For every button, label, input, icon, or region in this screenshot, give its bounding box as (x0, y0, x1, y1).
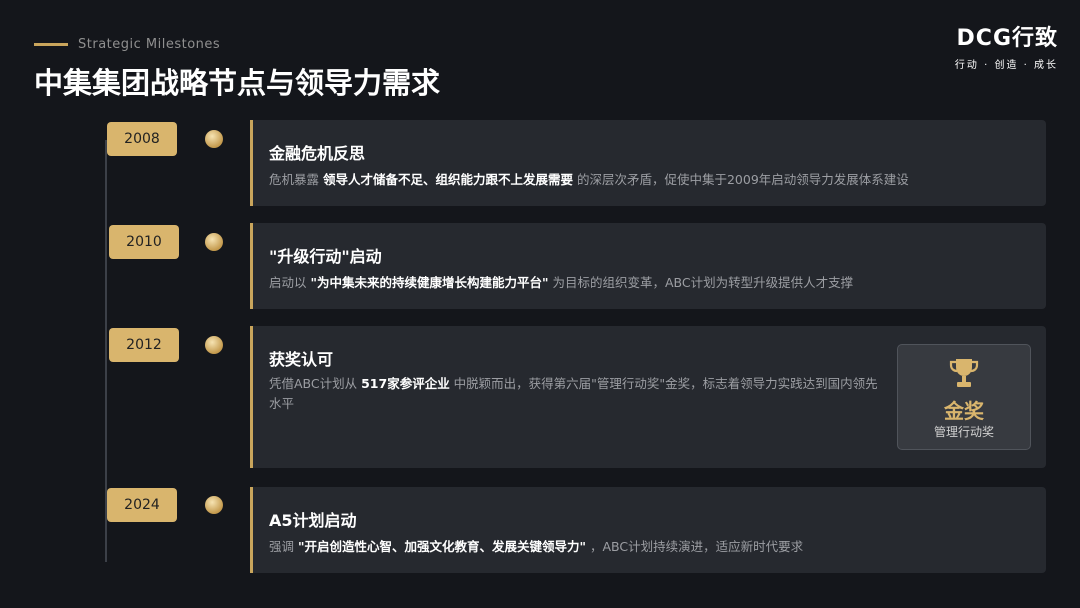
milestone-card: "升级行动"启动 启动以 "为中集未来的持续健康增长构建能力平台" 为目标的组织… (250, 223, 1046, 309)
milestone-card: 获奖认可 凭借ABC计划从 517家参评企业 中脱颖而出，获得第六届"管理行动奖… (250, 326, 1046, 468)
milestone-card: 金融危机反思 危机暴露 领导人才储备不足、组织能力跟不上发展需要 的深层次矛盾，… (250, 120, 1046, 206)
award-label: 管理行动奖 (933, 425, 994, 439)
year-badge-2024: 2024 (107, 488, 177, 522)
timeline-dot (205, 233, 223, 251)
milestone-description: 启动以 "为中集未来的持续健康增长构建能力平台" 为目标的组织变革，ABC计划为… (269, 275, 854, 290)
milestone-title: "升级行动"启动 (269, 247, 382, 266)
award-badge: 金奖 管理行动奖 (897, 344, 1031, 450)
milestone-title: 金融危机反思 (269, 144, 366, 163)
year-badge-2012: 2012 (109, 328, 179, 362)
milestone-title: 获奖认可 (269, 350, 334, 369)
page-subtitle: Strategic Milestones (78, 37, 221, 52)
timeline-dot (205, 496, 223, 514)
year-badge-2008: 2008 (107, 122, 177, 156)
brand-logo: DCG行致 行动 · 创造 · 成长 (955, 20, 1058, 71)
milestone-card: A5计划启动 强调 "开启创造性心智、加强文化教育、发展关键领导力" ，ABC计… (250, 487, 1046, 573)
timeline-dot (205, 130, 223, 148)
timeline-line (105, 140, 107, 562)
year-badge-2010: 2010 (109, 225, 179, 259)
milestone-description: 强调 "开启创造性心智、加强文化教育、发展关键领导力" ，ABC计划持续演进，适… (269, 539, 804, 554)
page-title: 中集集团战略节点与领导力需求 (34, 66, 441, 100)
timeline-dot (205, 336, 223, 354)
logo-name: DCG行致 (956, 26, 1058, 51)
award-name: 金奖 (944, 399, 984, 423)
milestone-description: 危机暴露 领导人才储备不足、组织能力跟不上发展需要 的深层次矛盾，促使中集于20… (269, 172, 909, 187)
milestone-description: 凭借ABC计划从 517家参评企业 中脱颖而出，获得第六届"管理行动奖"金奖，标… (269, 376, 878, 411)
trophy-icon (949, 359, 979, 387)
milestone-title: A5计划启动 (269, 511, 357, 530)
subtitle-accent-line (34, 43, 68, 46)
logo-tagline: 行动 · 创造 · 成长 (954, 60, 1058, 71)
